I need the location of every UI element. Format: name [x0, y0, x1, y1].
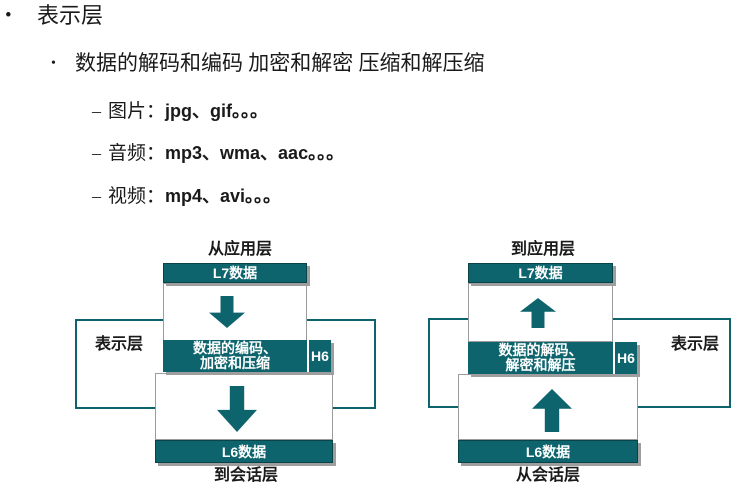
layer-label: 表示层 [670, 336, 719, 353]
to-session-layer-label: 到会话层 [213, 467, 278, 484]
h6-header-cell: H6 [615, 342, 637, 374]
dash-icon: – [92, 186, 101, 206]
l7-data-bar: L7数据 [163, 263, 307, 283]
process-line2: 加密和压缩 [200, 355, 270, 371]
list-item-value: mp4、avi。。。 [165, 186, 282, 206]
to-application-layer-label: 到应用层 [510, 241, 575, 258]
process-line2: 解密和解压 [505, 357, 576, 373]
process-text: 数据的编码、 加密和压缩 [163, 340, 307, 372]
list-item-label: 图片： [108, 101, 166, 122]
h6-header-cell: H6 [309, 340, 331, 372]
process-box-decode: 数据的解码、 解密和解压 H6 [468, 342, 637, 374]
bullet-line-level1: • 表示层 [5, 3, 103, 28]
process-line1: 数据的编码、 [193, 340, 277, 356]
list-item-value: jpg、gif。。。 [165, 101, 268, 121]
dash-icon: – [92, 101, 101, 121]
from-application-layer-label: 从应用层 [207, 241, 272, 258]
bullet-icon: • [51, 56, 56, 71]
l7-data-bar: L7数据 [468, 263, 613, 283]
divider [307, 340, 309, 372]
list-item-video-formats: –视频：mp4、avi。。。 [92, 186, 281, 208]
list-item-audio-formats: –音频：mp3、wma、aac。。。 [92, 143, 344, 165]
process-line1: 数据的解码、 [498, 342, 583, 358]
process-text: 数据的解码、 解密和解压 [468, 342, 613, 374]
bullet-line-level2: • 数据的解码和编码 加密和解密 压缩和解压缩 [51, 51, 485, 75]
dash-icon: – [92, 143, 101, 163]
divider [613, 342, 615, 374]
bullet-icon: • [5, 5, 12, 26]
list-item-value: mp3、wma、aac。。。 [165, 143, 345, 163]
subheading-functions: 数据的解码和编码 加密和解密 压缩和解压缩 [75, 51, 485, 75]
layer-label: 表示层 [95, 336, 144, 353]
list-item-label: 音频： [108, 143, 166, 164]
list-item-image-formats: –图片：jpg、gif。。。 [92, 101, 268, 123]
heading-presentation-layer: 表示层 [37, 3, 104, 28]
list-item-label: 视频： [108, 186, 166, 207]
l6-data-bar: L6数据 [155, 440, 333, 463]
l6-data-bar: L6数据 [458, 440, 638, 463]
flow-box-upper [163, 283, 307, 341]
from-session-layer-label: 从会话层 [515, 467, 580, 484]
process-box-encode: 数据的编码、 加密和压缩 H6 [163, 340, 331, 372]
